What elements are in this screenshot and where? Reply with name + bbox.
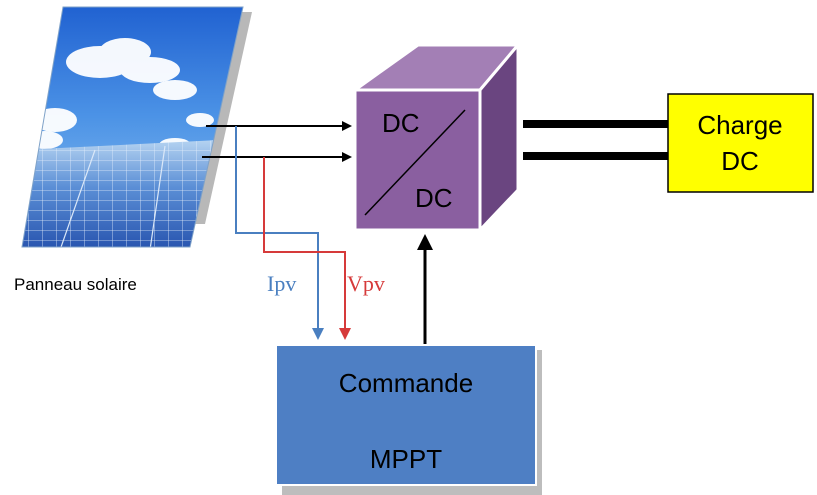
- mppt-control: Commande MPPT: [275, 344, 542, 495]
- load-box: [667, 93, 814, 193]
- control-box: [275, 344, 537, 486]
- control-label-line2: MPPT: [370, 444, 442, 474]
- converter-top-label: DC: [382, 108, 420, 138]
- dc-load: Charge DC: [667, 93, 814, 193]
- ipv-arrowhead: [312, 328, 324, 340]
- load-label-line2: DC: [721, 146, 759, 176]
- load-label-line1: Charge: [697, 110, 782, 140]
- solar-panel: [21, 6, 252, 248]
- ipv-label: Ipv: [267, 271, 296, 296]
- power-arrows: [202, 121, 352, 162]
- ipv-sense-line: [235, 126, 324, 340]
- dc-dc-converter: DC DC: [350, 40, 522, 234]
- control-arrowhead: [417, 234, 433, 250]
- vpv-arrowhead: [339, 328, 351, 340]
- vpv-sense-line: [263, 157, 351, 340]
- converter-bottom-label: DC: [415, 183, 453, 213]
- converter-divider: [364, 109, 466, 216]
- vpv-label: Vpv: [347, 271, 385, 296]
- panel-label: Panneau solaire: [14, 275, 137, 294]
- control-arrow: [417, 234, 433, 345]
- control-label-line1: Commande: [339, 368, 473, 398]
- dc-output-lines: [523, 120, 668, 160]
